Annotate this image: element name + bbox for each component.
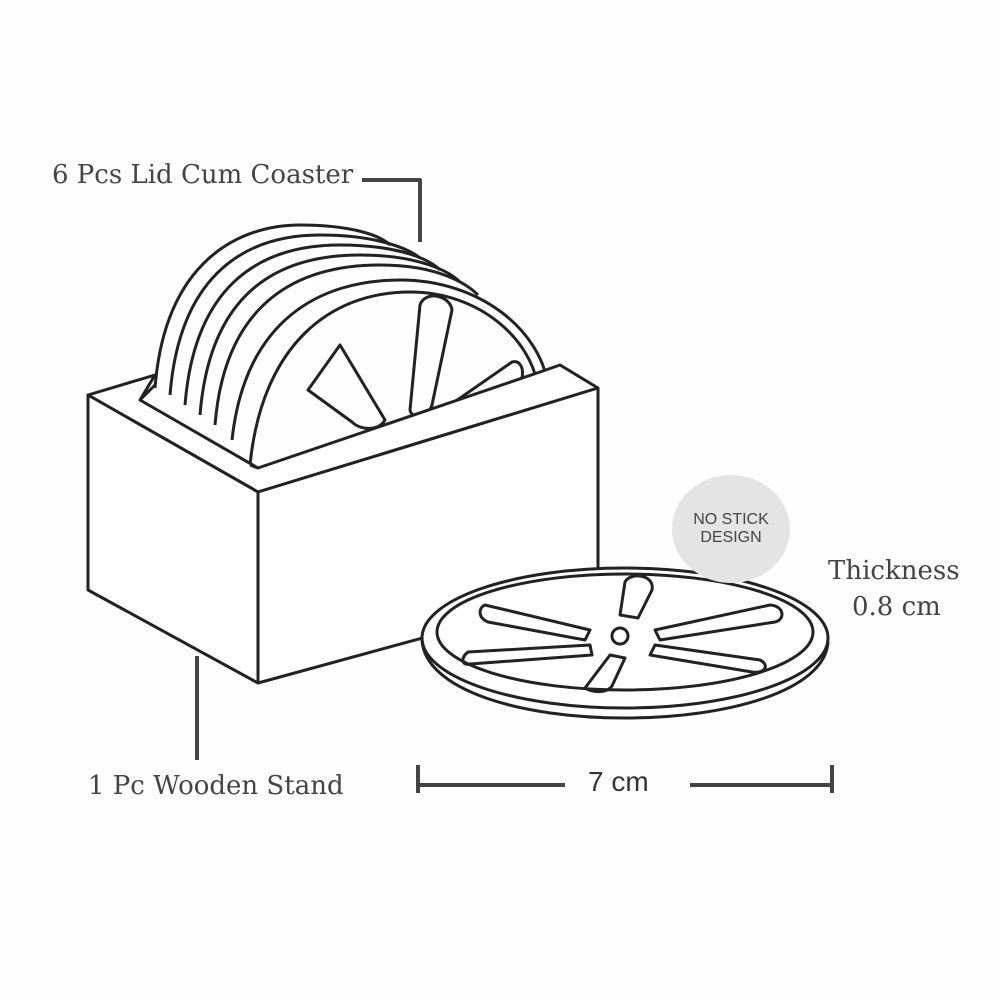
wooden-stand [86, 363, 600, 685]
thickness-value: 0.8 cm [852, 592, 941, 622]
coaster-leader-line [362, 178, 422, 242]
badge-line-1: NO STICK [693, 511, 769, 528]
coaster-label: 6 Pcs Lid Cum Coaster [52, 160, 354, 190]
stacked-coasters [153, 223, 550, 466]
badge-line-2: DESIGN [700, 529, 762, 546]
width-label: 7 cm [588, 766, 649, 797]
stand-label: 1 Pc Wooden Stand [88, 771, 344, 801]
no-stick-badge: NO STICK DESIGN [672, 475, 790, 583]
single-coaster [420, 566, 830, 720]
thickness-label: Thickness [828, 556, 960, 586]
width-dimension-line [416, 765, 834, 793]
